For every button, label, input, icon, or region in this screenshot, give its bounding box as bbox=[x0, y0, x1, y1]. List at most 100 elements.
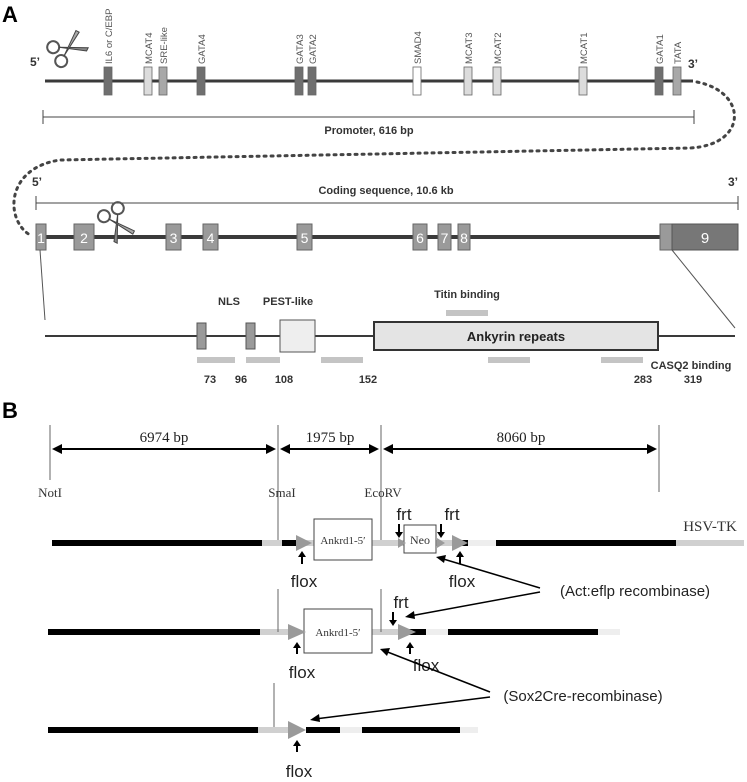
pos-152: 152 bbox=[359, 374, 377, 386]
coding-5prime: 5’ bbox=[32, 175, 42, 189]
binding-bar-3 bbox=[321, 357, 363, 363]
exon-label: 4 bbox=[207, 230, 215, 246]
loxp-triangle-3 bbox=[288, 624, 306, 640]
site-noti: NotI bbox=[38, 485, 62, 500]
pos-108: 108 bbox=[275, 374, 293, 386]
promoter-element-box bbox=[103, 66, 113, 96]
frt-label-3: frt bbox=[393, 593, 408, 612]
nls-box-2 bbox=[245, 322, 256, 350]
ankyrin-label: Ankyrin repeats bbox=[467, 329, 565, 344]
promoter-element-box bbox=[492, 66, 502, 96]
pos-319: 319 bbox=[684, 374, 702, 386]
exon-box bbox=[165, 223, 182, 251]
promoter-element-box bbox=[196, 66, 206, 96]
flox-label-4: flox bbox=[413, 656, 440, 675]
promoter-element-label: SRE-like bbox=[159, 27, 170, 64]
promoter-5prime: 5’ bbox=[30, 55, 40, 69]
exon-box bbox=[457, 223, 471, 251]
promoter-element-label: GATA1 bbox=[655, 34, 666, 64]
promoter-element-label: GATA3 bbox=[295, 34, 306, 64]
ankrd1-box-2 bbox=[303, 608, 373, 654]
neo-box bbox=[403, 524, 437, 554]
frt-triangle-2 bbox=[437, 538, 445, 548]
exon-label: 9 bbox=[701, 230, 709, 247]
promoter-element-box bbox=[158, 66, 168, 96]
binding-bar-4 bbox=[488, 357, 530, 363]
pest-label: PEST-like bbox=[263, 296, 313, 308]
connector-dotted-right bbox=[12, 80, 736, 237]
exon-box bbox=[202, 223, 219, 251]
flox-label-2: flox bbox=[449, 572, 476, 591]
exon-label: 7 bbox=[441, 230, 449, 246]
loxp-triangle-2 bbox=[452, 535, 468, 551]
exon-box bbox=[412, 223, 428, 251]
promoter-element-label: MCAT4 bbox=[144, 33, 155, 65]
distance-3: 8060 bp bbox=[497, 430, 546, 446]
zoom-line-right bbox=[671, 249, 736, 329]
distance-1: 6974 bp bbox=[140, 430, 189, 446]
promoter-3prime: 3’ bbox=[688, 57, 698, 71]
exon-label: 8 bbox=[460, 230, 468, 246]
titin-label: Titin binding bbox=[434, 289, 500, 301]
flox-arrows-1 bbox=[298, 551, 464, 564]
sox2cre-recombinase-label: (Sox2Cre-recombinase) bbox=[503, 688, 662, 705]
casq2-label: CASQ2 binding bbox=[651, 360, 732, 372]
frt-label-1: frt bbox=[396, 505, 411, 524]
frt-label-2: frt bbox=[444, 505, 459, 524]
flox-label-1: flox bbox=[291, 572, 318, 591]
coding-length-label: Coding sequence, 10.6 kb bbox=[318, 185, 453, 197]
promoter-element-box bbox=[578, 66, 588, 96]
exon-label: 3 bbox=[170, 230, 178, 246]
nls-label: NLS bbox=[218, 296, 240, 308]
promoter-element-box bbox=[307, 66, 317, 96]
exon-label: 2 bbox=[80, 230, 88, 246]
promoter-element-label: GATA2 bbox=[308, 34, 319, 64]
promoter-element-box bbox=[412, 66, 422, 96]
frt-arrow-2 bbox=[389, 612, 397, 626]
scissors-icon bbox=[46, 29, 89, 69]
promoter-element-box bbox=[294, 66, 304, 96]
frt-arrows-1 bbox=[395, 524, 445, 538]
promoter-element-box bbox=[654, 66, 664, 96]
frt-triangle-1 bbox=[398, 538, 406, 548]
pos-96: 96 bbox=[235, 374, 247, 386]
ankrd1-label-2: Ankrd1-5′ bbox=[315, 627, 360, 639]
ankyrin-box bbox=[373, 321, 659, 351]
hsv-tk-label: HSV-TK bbox=[683, 519, 737, 535]
pest-box bbox=[279, 319, 316, 353]
exon-label: 5 bbox=[301, 230, 309, 246]
flox-label-5: flox bbox=[286, 762, 313, 781]
ankrd1-box-1 bbox=[313, 518, 373, 561]
panel-b-label: B bbox=[2, 398, 18, 423]
flox-arrow-3 bbox=[293, 740, 301, 752]
exon-box bbox=[437, 223, 452, 251]
distance-2: 1975 bp bbox=[306, 430, 355, 446]
neo-label: Neo bbox=[410, 533, 430, 547]
eflp-recombinase-label: (Act:eflp recombinase) bbox=[560, 583, 710, 600]
promoter-element-box bbox=[463, 66, 473, 96]
loxp-triangle-4 bbox=[398, 624, 416, 640]
zoom-line-left bbox=[39, 249, 46, 321]
ankrd1-label-1: Ankrd1-5′ bbox=[320, 535, 365, 547]
promoter-element-label: MCAT2 bbox=[493, 33, 504, 65]
pos-283: 283 bbox=[634, 374, 652, 386]
exon-9-utr bbox=[659, 223, 673, 251]
exon-box bbox=[73, 223, 95, 251]
flox-arrows-2 bbox=[293, 642, 414, 654]
coding-3prime: 3’ bbox=[728, 175, 738, 189]
coding-ruler bbox=[35, 196, 739, 210]
binding-bar-5 bbox=[601, 357, 643, 363]
exon-box bbox=[296, 223, 313, 251]
sox2cre-arrows bbox=[310, 648, 491, 722]
promoter-element-label: SMAD4 bbox=[413, 31, 424, 64]
promoter-element-box bbox=[143, 66, 153, 96]
flox-label-3: flox bbox=[289, 663, 316, 682]
promoter-element-label: IL6 or C/EBP bbox=[104, 9, 115, 64]
binding-bar-2 bbox=[246, 357, 280, 363]
exon-box bbox=[35, 223, 47, 251]
construct-row-3 bbox=[48, 727, 478, 733]
promoter-length-label: Promoter, 616 bp bbox=[324, 125, 414, 137]
panel-a-label: A bbox=[2, 2, 18, 27]
